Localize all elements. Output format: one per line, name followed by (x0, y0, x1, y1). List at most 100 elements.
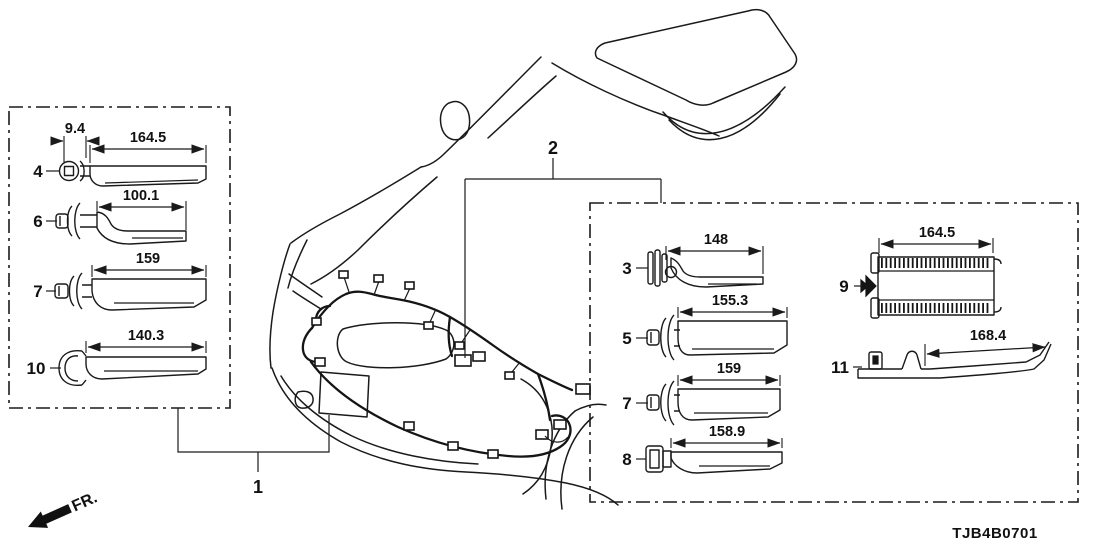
part-5-connector-drawing (646, 314, 680, 361)
right-box-border (589, 202, 1079, 503)
callout-1-leader (177, 408, 330, 472)
callout-2-label[interactable]: 2 (548, 138, 558, 158)
bumper-lip (280, 375, 479, 465)
harness-connector (403, 421, 415, 431)
part-9-tube (870, 252, 1002, 319)
part-8-strip (670, 451, 783, 474)
part-11-bracket-drawing (857, 341, 1052, 379)
a-pillar (420, 56, 542, 168)
part-6-number[interactable]: 6 (33, 212, 42, 231)
part-10-connector-drawing (58, 349, 87, 387)
headlight-line (288, 273, 323, 298)
part-10-strip (85, 356, 207, 380)
part-7-right: 7 159 (622, 361, 781, 426)
front-left-edge (269, 243, 291, 369)
wheel-arch-arc (544, 410, 576, 500)
part-7-right-dim-length: 159 (677, 361, 781, 386)
bumper-bottom (271, 367, 619, 506)
part-4-dim-length: 164.5 (89, 130, 207, 163)
hood-inner-line (310, 176, 438, 285)
license-plate (318, 371, 370, 418)
harness-connector (373, 274, 384, 283)
part-10-length-value: 140.3 (128, 328, 164, 344)
wire-harness (301, 270, 591, 459)
part-4-length-value: 164.5 (130, 130, 166, 146)
part-10: 10 140.3 (27, 328, 207, 387)
fender-crease (287, 239, 308, 289)
part-10-number[interactable]: 10 (27, 359, 46, 378)
fr-arrow-label: FR. (70, 489, 100, 515)
part-11-number[interactable]: 11 (831, 358, 849, 377)
part-5-strip (677, 320, 788, 356)
part-7-left-strip (91, 278, 207, 311)
part-7-left-connector-drawing (54, 272, 92, 310)
rear-roof-curl (662, 86, 786, 135)
part-6-strip (96, 211, 187, 245)
part-7-left-number[interactable]: 7 (33, 282, 42, 301)
part-10-dim-length: 140.3 (85, 328, 207, 353)
part-8-number[interactable]: 8 (622, 450, 631, 469)
part-3-number[interactable]: 3 (622, 259, 631, 278)
callout-2-leader (464, 158, 662, 358)
harness-connector (454, 354, 472, 367)
vehicle-illustration (269, 8, 798, 510)
callout-1: 1 (177, 408, 330, 497)
side-mirror (439, 100, 471, 141)
part-4-connector-drawing (58, 160, 90, 182)
fr-direction-arrow: FR. (28, 489, 100, 528)
harness-connector (487, 449, 499, 459)
roof-gutter-line (551, 62, 720, 137)
harness-connector (447, 441, 459, 451)
harness-connector (423, 321, 434, 330)
part-3: 3 148 (622, 232, 764, 288)
harness-connector (504, 371, 515, 380)
part-7-right-strip (677, 388, 781, 421)
part-4-dim-width: 9.4 (50, 121, 100, 162)
left-box-border (8, 106, 231, 409)
part-11: 11 168.4 (831, 328, 1052, 379)
part-4-strip (89, 165, 207, 187)
callout-1-label[interactable]: 1 (253, 477, 263, 497)
hood-beltline (290, 166, 422, 244)
part-6-length-value: 100.1 (123, 188, 159, 204)
part-7-left: 7 159 (33, 251, 207, 311)
part-7-right-number[interactable]: 7 (622, 394, 631, 413)
part-9-length-value: 164.5 (919, 225, 955, 241)
part-8: 8 158.9 (622, 424, 783, 474)
part-5-dim-length: 155.3 (677, 293, 788, 318)
part-3-length-value: 148 (704, 232, 728, 248)
harness-connector (311, 317, 322, 326)
part-6-dim-length: 100.1 (96, 188, 187, 230)
part-5-length-value: 155.3 (712, 293, 748, 309)
part-5: 5 155.3 (622, 293, 788, 361)
right-parts-box: 3 148 5 (589, 202, 1079, 503)
part-8-dim-length: 158.9 (670, 424, 783, 448)
diagram-code: TJB4B0701 (952, 525, 1037, 542)
part-5-number[interactable]: 5 (622, 329, 631, 348)
part-9-connector-drawing (860, 274, 877, 298)
part-8-length-value: 158.9 (709, 424, 745, 440)
part-4-number[interactable]: 4 (33, 162, 43, 181)
sunroof (594, 8, 798, 106)
grille-outline (336, 322, 455, 369)
part-7-left-dim-length: 159 (91, 251, 207, 277)
harness-connector (535, 429, 549, 440)
fog-light (294, 390, 314, 409)
harness-connector (314, 357, 326, 367)
part-7-right-length-value: 159 (717, 361, 741, 377)
harness-connector (472, 351, 486, 362)
part-3-dim-length: 148 (665, 232, 764, 274)
left-parts-box: 4 164.5 9.4 6 (8, 106, 231, 409)
part-8-connector-drawing (645, 445, 672, 473)
fr-arrow-icon (28, 504, 72, 528)
headlight-line-2 (292, 290, 322, 310)
part-6-connector-drawing (55, 202, 97, 240)
part-4-width-value: 9.4 (65, 121, 85, 137)
callout-2: 2 (464, 138, 662, 358)
wheel-arch-arc-2 (560, 416, 594, 510)
part-9-number[interactable]: 9 (839, 277, 848, 296)
harness-connector (454, 341, 465, 350)
part-9: 9 164.5 (839, 225, 1002, 319)
fender-top-right (574, 403, 607, 412)
